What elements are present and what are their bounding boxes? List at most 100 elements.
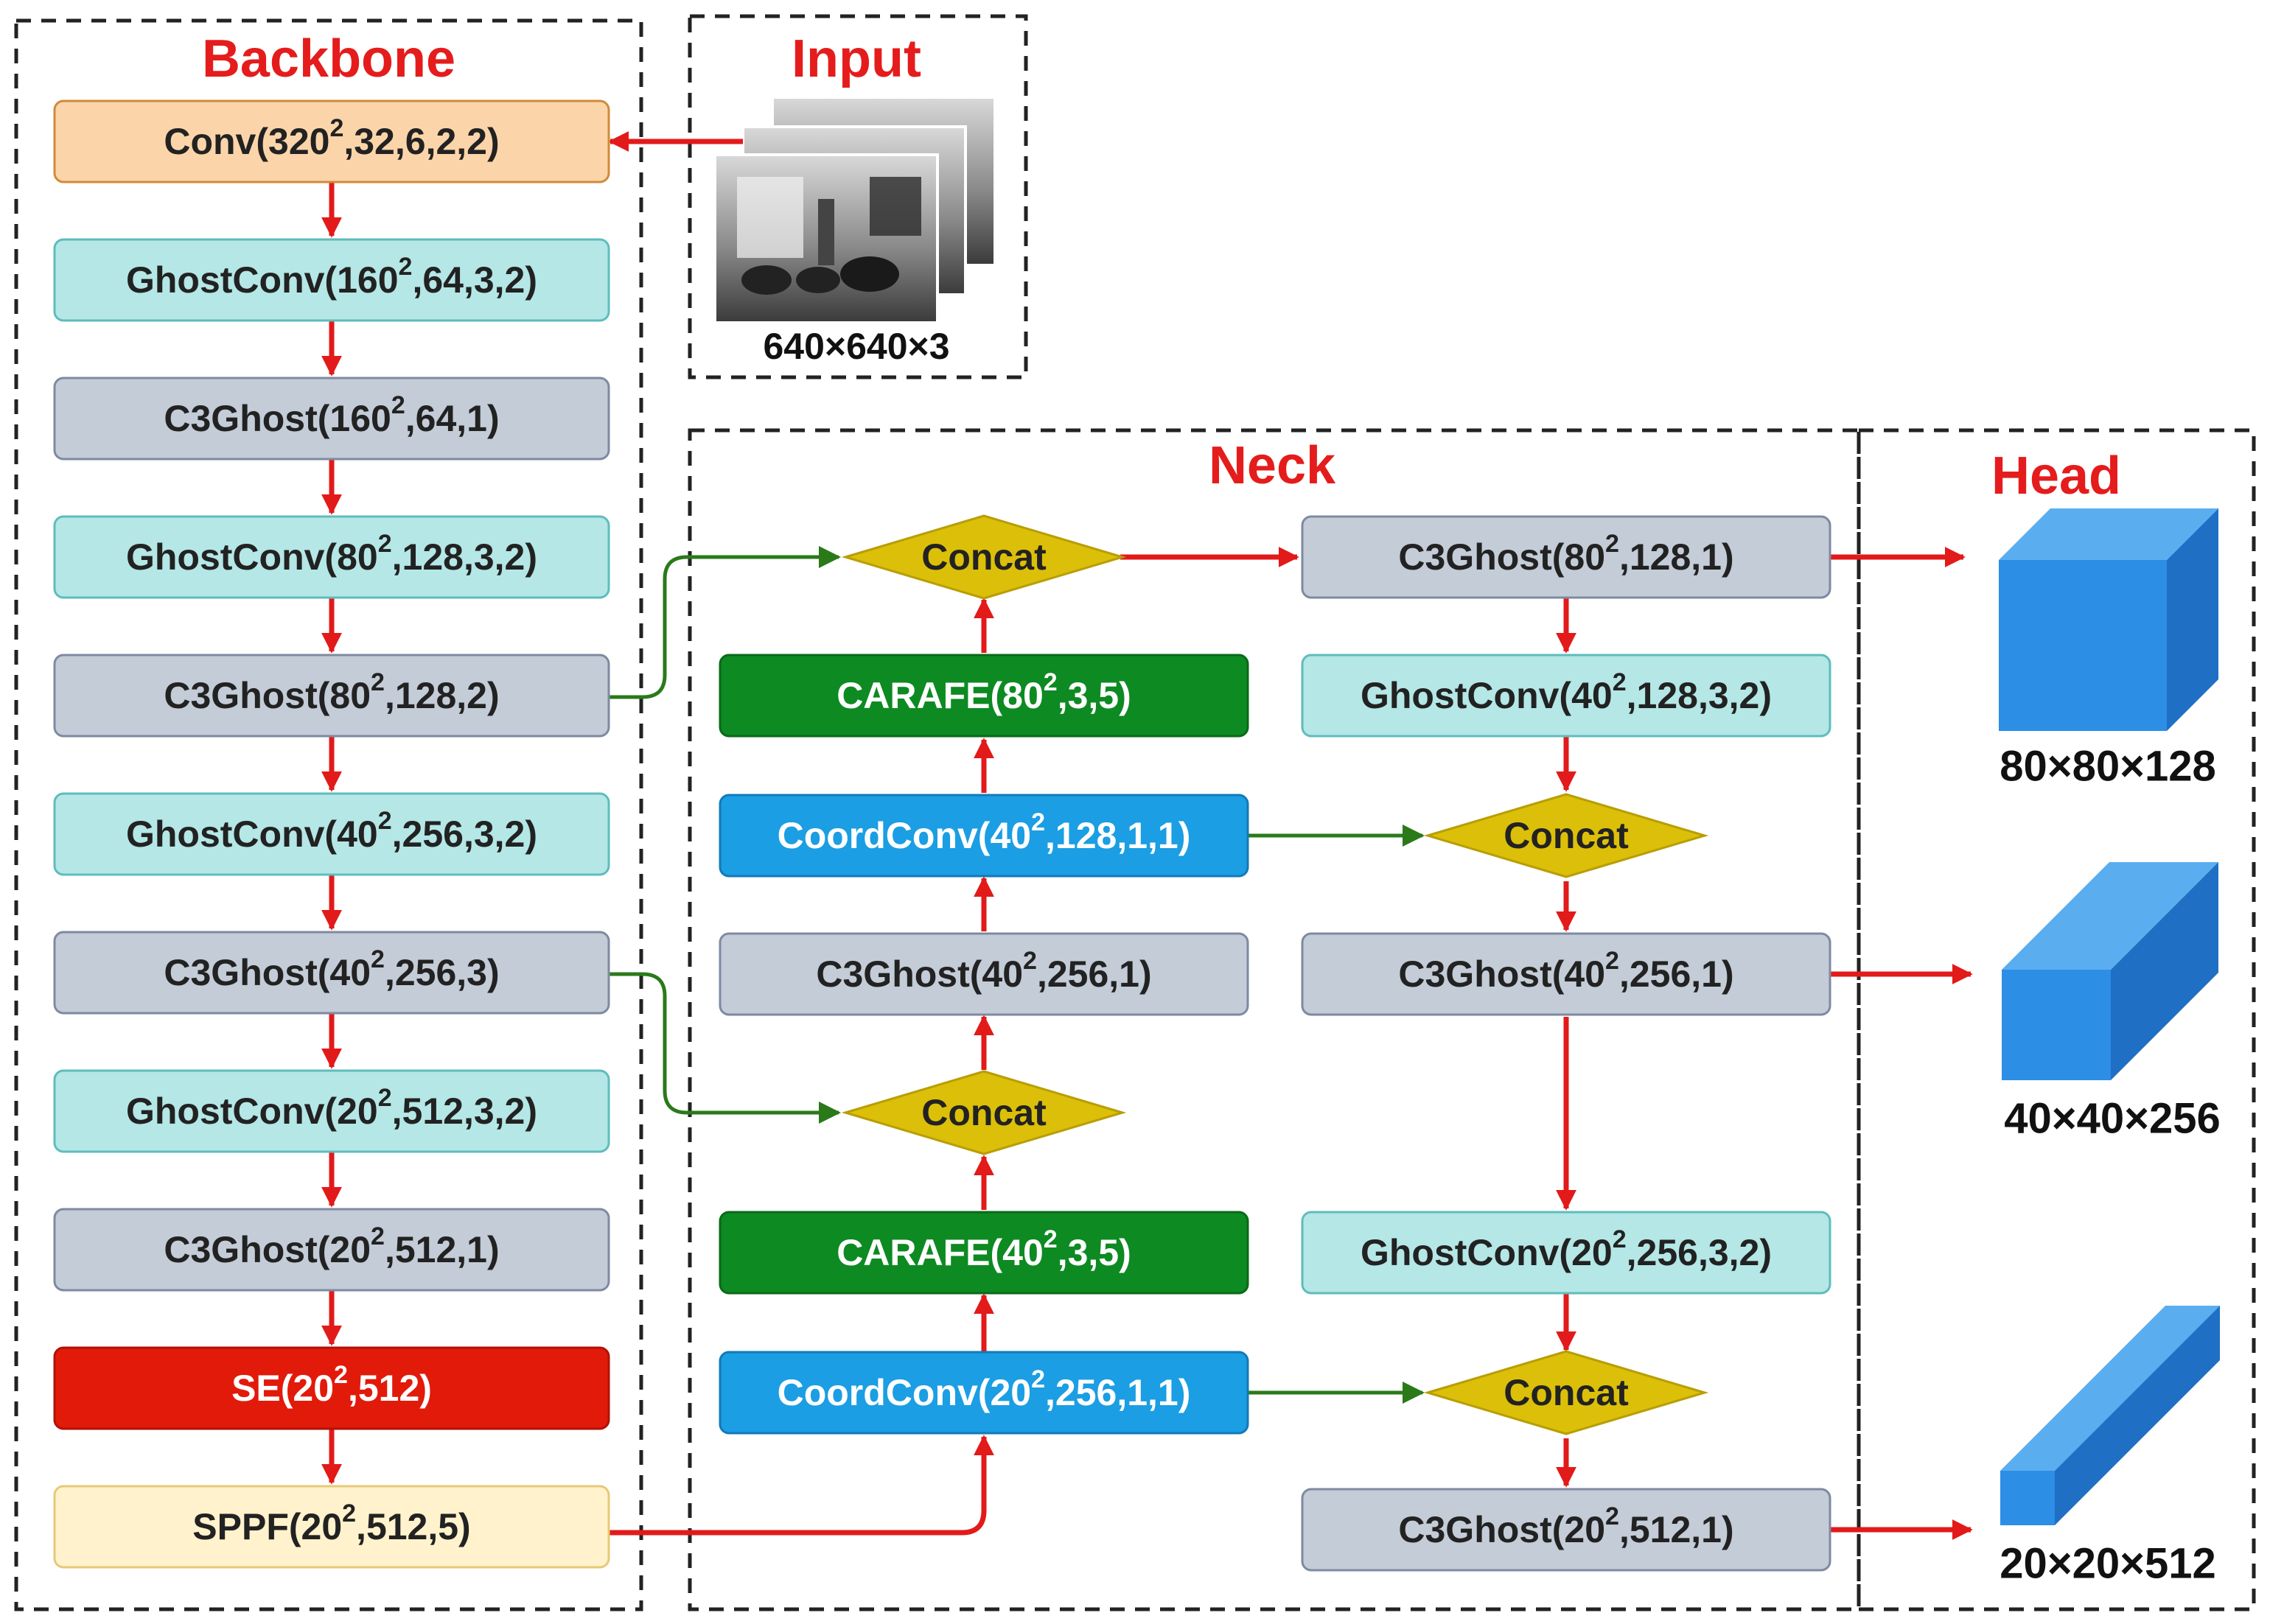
node-carafe-80: CARAFE(802,3,5) xyxy=(719,654,1249,738)
concat-diamond xyxy=(841,1070,1127,1155)
node-ghostconv-80: GhostConv(802,128,3,2) xyxy=(53,515,610,599)
neck-col2-arrows xyxy=(1120,547,1576,1488)
node-label-sup: 2 xyxy=(1044,668,1058,696)
node-label-op: Conv(320 xyxy=(164,121,329,162)
node-label-op: C3Ghost(40 xyxy=(164,952,371,993)
node-label-op: GhostConv(80 xyxy=(126,536,378,578)
node-carafe-40: CARAFE(402,3,5) xyxy=(719,1211,1249,1295)
node-label-params: ,512) xyxy=(348,1368,432,1409)
node-label-sup: 2 xyxy=(329,114,343,142)
node-label: Concat xyxy=(921,1092,1047,1133)
head-title: Head xyxy=(1991,447,2121,505)
node-label-sup: 2 xyxy=(378,807,392,835)
node-conv-320: Conv(3202,32,6,2,2) xyxy=(53,99,610,183)
node-label-params: ,512,3,2) xyxy=(392,1091,537,1132)
node-c3ghost-80: C3Ghost(802,128,2) xyxy=(53,654,610,738)
ghostconv-box xyxy=(1301,654,1831,738)
node-concat: Concat xyxy=(1423,1350,1709,1435)
neck-column-1: ConcatCARAFE(802,3,5)CoordConv(402,128,1… xyxy=(719,514,1249,1435)
se-box xyxy=(53,1346,610,1430)
node-label-op: GhostConv(20 xyxy=(126,1091,378,1132)
node-label-sup: 2 xyxy=(342,1499,356,1527)
node-label-params: ,128,3,2) xyxy=(392,536,537,578)
node-label: C3Ghost(402,256,1) xyxy=(1398,947,1733,995)
node-c3ghost-80: C3Ghost(802,128,1) xyxy=(1301,515,1831,599)
node-label-sup: 2 xyxy=(1613,1225,1627,1253)
node-label-params: ,256,3,2) xyxy=(392,813,537,855)
node-concat: Concat xyxy=(841,514,1127,600)
node-label-params: ,256,1) xyxy=(1619,953,1734,995)
input-image-stack xyxy=(713,96,996,324)
concat-diamond xyxy=(841,514,1127,600)
node-label: Concat xyxy=(1504,815,1629,856)
node-label-op: C3Ghost(40 xyxy=(1398,953,1605,995)
carafe-box xyxy=(719,1211,1249,1295)
node-label: Concat xyxy=(921,536,1047,578)
concat-diamond xyxy=(1423,793,1709,878)
node-label-op: C3Ghost(80 xyxy=(164,675,371,716)
node-label-op: Concat xyxy=(1504,1372,1629,1413)
node-label: C3Ghost(802,128,1) xyxy=(1398,530,1733,578)
node-label-params: ,512,1) xyxy=(385,1229,500,1270)
head-arrows xyxy=(1831,547,1973,1540)
node-label-sup: 2 xyxy=(1031,1365,1045,1393)
node-label-sup: 2 xyxy=(1023,947,1037,975)
c3ghost-box xyxy=(1301,1488,1831,1572)
node-label: GhostConv(1602,64,3,2) xyxy=(126,253,537,301)
carafe-box xyxy=(719,654,1249,738)
head-cube-large xyxy=(1999,508,2218,731)
node-label-op: CARAFE(80 xyxy=(837,675,1044,716)
head-dims-large: 80×80×128 xyxy=(2000,743,2216,791)
node-label-op: C3Ghost(80 xyxy=(1398,536,1605,578)
node-label: CARAFE(802,3,5) xyxy=(837,668,1131,716)
node-label-sup: 2 xyxy=(399,253,413,281)
skip-connections xyxy=(606,546,1425,1404)
node-ghostconv-20: GhostConv(202,512,3,2) xyxy=(53,1069,610,1153)
node-label-sup: 2 xyxy=(378,1084,392,1112)
backbone-title: Backbone xyxy=(202,29,455,88)
node-sppf-20: SPPF(202,512,5) xyxy=(53,1485,610,1569)
node-label-sup: 2 xyxy=(391,391,405,419)
node-label-op: C3Ghost(160 xyxy=(164,398,391,439)
node-label: Conv(3202,32,6,2,2) xyxy=(164,114,499,162)
ghostconv-box xyxy=(53,515,610,599)
coordconv-box xyxy=(719,794,1249,878)
node-label: GhostConv(202,512,3,2) xyxy=(126,1084,537,1132)
node-label-op: GhostConv(20 xyxy=(1361,1232,1613,1273)
backbone-column: Conv(3202,32,6,2,2)GhostConv(1602,64,3,2… xyxy=(53,99,610,1569)
c3ghost-box xyxy=(53,1208,610,1292)
node-ghostconv-40: GhostConv(402,256,3,2) xyxy=(53,792,610,876)
node-label-sup: 2 xyxy=(371,668,385,696)
head-frame xyxy=(1857,428,2256,1611)
input-dims: 640×640×3 xyxy=(763,326,949,367)
node-label-sup: 2 xyxy=(378,530,392,558)
node-label: CARAFE(402,3,5) xyxy=(837,1225,1131,1273)
coordconv-box xyxy=(719,1351,1249,1435)
neck-title: Neck xyxy=(1209,436,1336,495)
node-label-params: ,128,1,1) xyxy=(1045,815,1190,856)
node-c3ghost-20: C3Ghost(202,512,1) xyxy=(1301,1488,1831,1572)
node-label-op: Concat xyxy=(1504,815,1629,856)
node-label: CoordConv(402,128,1,1) xyxy=(778,808,1191,856)
node-label-params: ,512,1) xyxy=(1619,1509,1734,1550)
head-dims-medium: 40×40×256 xyxy=(2004,1095,2221,1143)
ghostconv-box xyxy=(1301,1211,1831,1295)
node-label-op: Concat xyxy=(921,1092,1047,1133)
node-concat: Concat xyxy=(841,1070,1127,1155)
node-c3ghost-40: C3Ghost(402,256,1) xyxy=(719,932,1249,1016)
head-cube-medium xyxy=(2002,862,2218,1080)
node-label: GhostConv(202,256,3,2) xyxy=(1361,1225,1772,1273)
node-label-params: ,3,5) xyxy=(1058,1232,1131,1273)
input-title: Input xyxy=(792,29,921,88)
node-coordconv-40: CoordConv(402,128,1,1) xyxy=(719,794,1249,878)
node-label-params: ,64,3,2) xyxy=(412,259,537,301)
node-label-params: ,128,1) xyxy=(1619,536,1734,578)
head-cube-small xyxy=(2000,1306,2220,1525)
node-label-op: C3Ghost(40 xyxy=(816,953,1023,995)
node-label-params: ,32,6,2,2) xyxy=(343,121,499,162)
node-label-params: ,256,1,1) xyxy=(1045,1372,1190,1413)
node-label-params: ,64,1) xyxy=(405,398,500,439)
node-se-20: SE(202,512) xyxy=(53,1346,610,1430)
node-label-op: CARAFE(40 xyxy=(837,1232,1044,1273)
node-label-sup: 2 xyxy=(1605,1502,1619,1530)
